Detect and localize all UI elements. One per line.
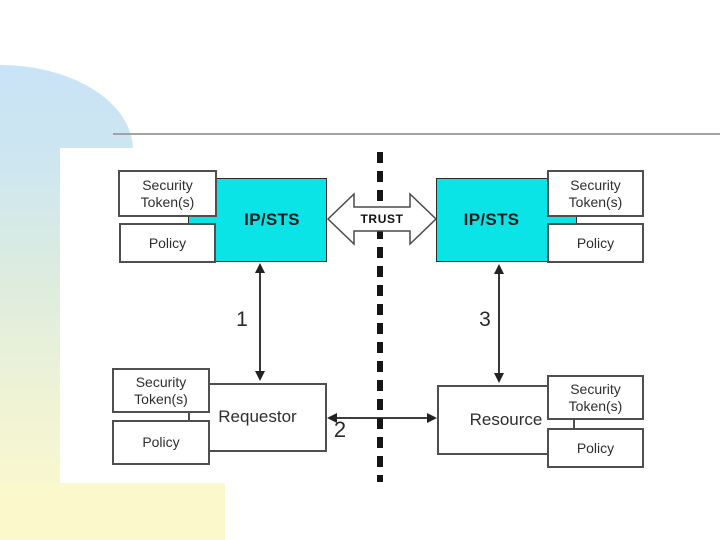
security-tokens-box-bottom-left: Security Token(s) <box>112 368 210 413</box>
security-tokens-box-top-right: Security Token(s) <box>547 170 644 217</box>
divider-line <box>113 133 720 135</box>
step-label-1: 1 <box>236 308 248 331</box>
policy-box-bottom-left: Policy <box>112 420 210 465</box>
ip-sts-label-right: IP/STS <box>463 210 520 229</box>
security-tokens-box-bottom-right: Security Token(s) <box>547 375 644 420</box>
step-label-3: 3 <box>479 308 491 331</box>
security-tokens-box-top-left: Security Token(s) <box>118 170 217 217</box>
accent-bottom-rect <box>0 483 225 540</box>
step-label-2: 2 <box>333 417 347 442</box>
ip-sts-label-left: IP/STS <box>244 210 300 229</box>
policy-box-top-left: Policy <box>119 223 216 263</box>
policy-box-bottom-right: Policy <box>547 428 644 468</box>
policy-box-top-right: Policy <box>547 223 644 263</box>
requestor-box: Requestor <box>188 383 327 452</box>
trust-boundary-dashed-line <box>377 152 383 482</box>
